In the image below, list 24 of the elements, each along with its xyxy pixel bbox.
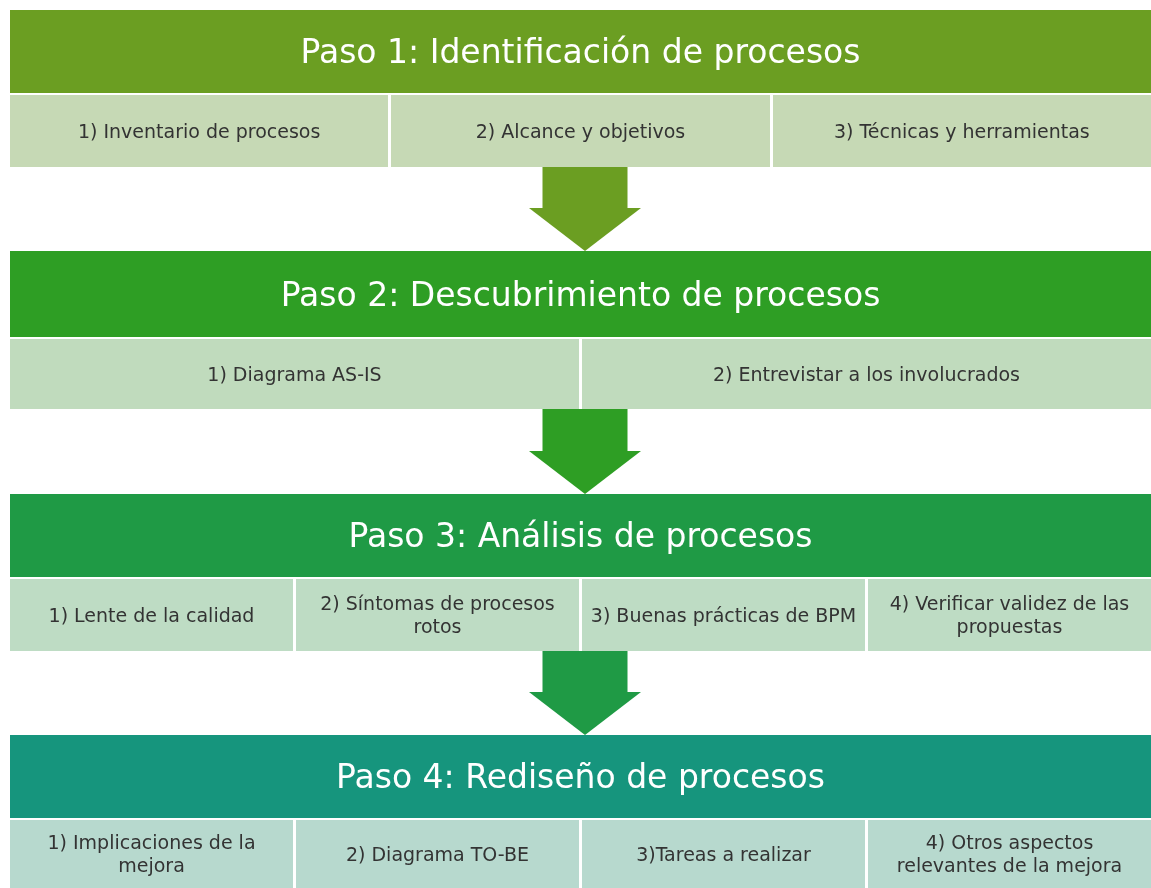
substep-box: 2) Síntomas de procesos rotos [296, 579, 579, 651]
arrow [529, 409, 641, 494]
substep-box: 1) Diagrama AS-IS [10, 339, 579, 409]
substep-box: 4) Verificar validez de las propuestas [868, 579, 1151, 651]
step-heading: Paso 4: Rediseño de procesos [10, 735, 1151, 818]
substep-box: 4) Otros aspectos relevantes de la mejora [868, 820, 1151, 888]
step-panel [10, 735, 1151, 888]
substep-box: 1) Inventario de procesos [10, 95, 389, 167]
substep-box: 2) Alcance y objetivos [391, 95, 770, 167]
substep-box: 2) Entrevistar a los involucrados [582, 339, 1151, 409]
step-heading: Paso 2: Descubrimiento de procesos [10, 251, 1151, 337]
substep-box: 3) Técnicas y herramientas [772, 95, 1151, 167]
arrow [529, 651, 641, 735]
substep-box: 1) Lente de la calidad [10, 579, 293, 651]
step-panel [10, 10, 1151, 167]
substep-box: 2) Diagrama TO-BE [296, 820, 579, 888]
step-panel [10, 251, 1151, 409]
arrow [529, 167, 641, 251]
substep-box: 3)Tareas a realizar [582, 820, 865, 888]
step-panel [10, 494, 1151, 651]
step-heading: Paso 3: Análisis de procesos [10, 494, 1151, 577]
substep-box: 3) Buenas prácticas de BPM [582, 579, 865, 651]
substep-box: 1) Implicaciones de la mejora [10, 820, 293, 888]
step-heading: Paso 1: Identificación de procesos [10, 10, 1151, 93]
